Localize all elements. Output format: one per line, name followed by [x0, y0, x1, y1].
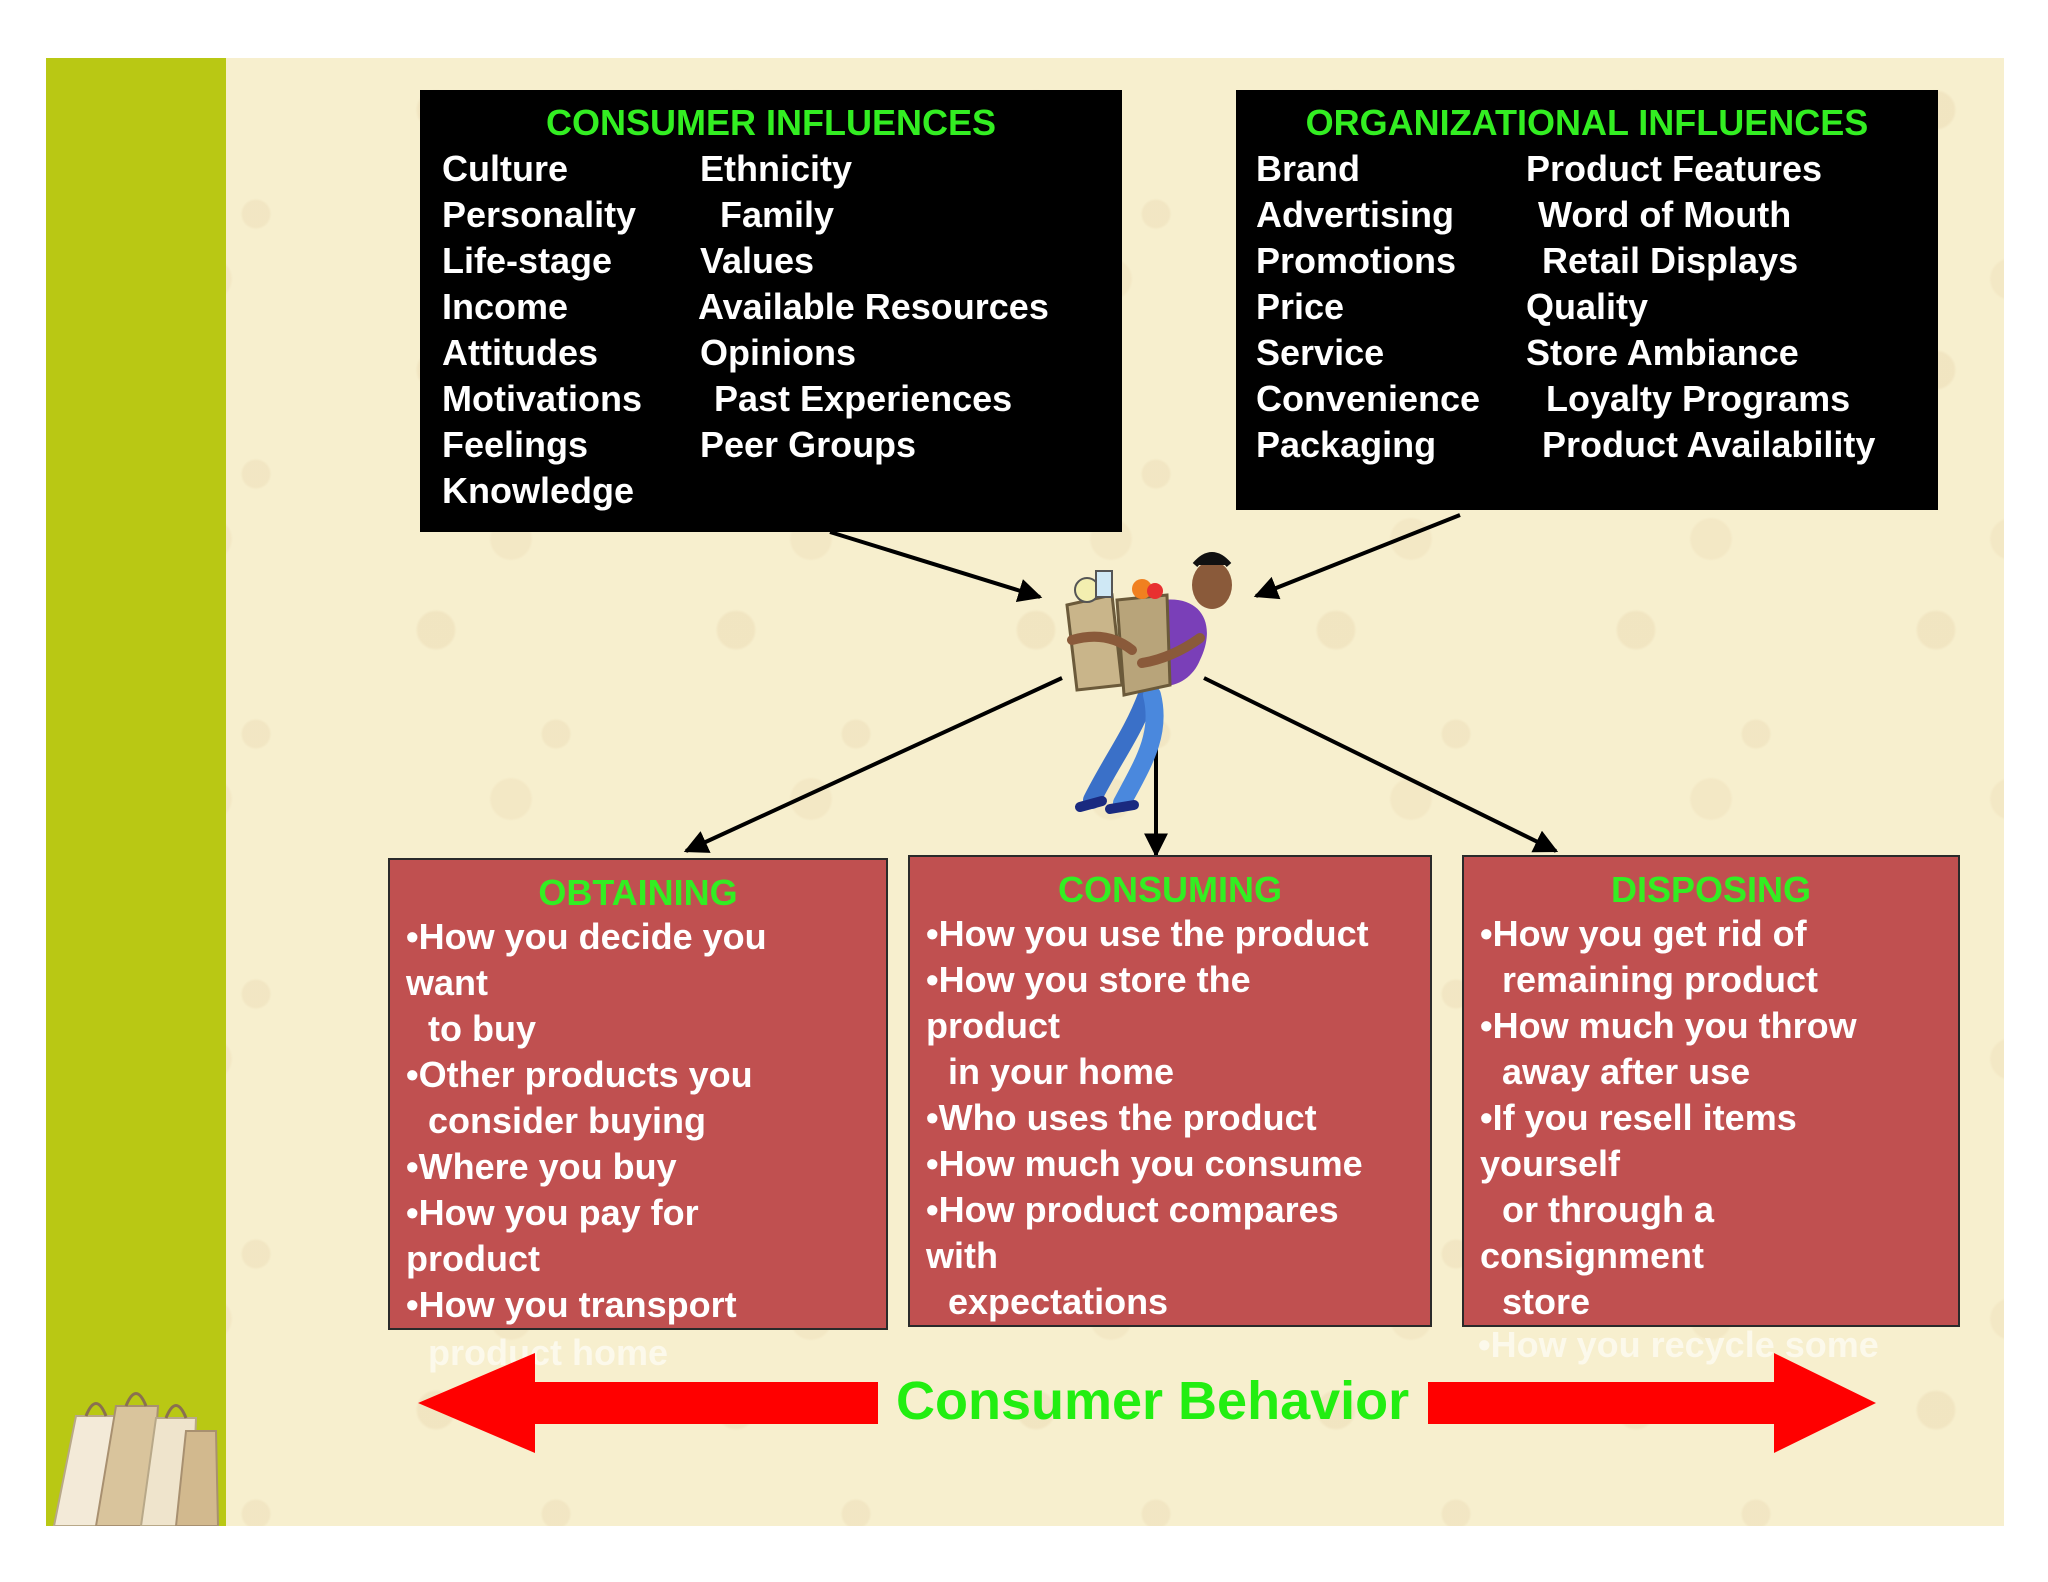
- oi-service: Service: [1256, 332, 1385, 373]
- ci-values: Values: [700, 240, 815, 281]
- ci-available-resources: Available Resources: [698, 286, 1049, 327]
- ci-attitudes: Attitudes: [442, 332, 598, 373]
- ci-life-stage: Life-stage: [442, 240, 613, 281]
- obtaining-box: OBTAINING •How you decide you want to bu…: [388, 858, 888, 1330]
- ci-family: Family: [720, 194, 835, 235]
- consuming-box: CONSUMING •How you use the product •How …: [908, 855, 1432, 1327]
- disposing-line-8: consignment: [1480, 1235, 1705, 1276]
- disposing-title: DISPOSING: [1610, 869, 1812, 910]
- disposing-line-2: remaining product: [1502, 959, 1819, 1000]
- obtaining-overflow-text: product home: [428, 1332, 668, 1373]
- oi-retail-displays: Retail Displays: [1542, 240, 1799, 281]
- ci-peer-groups: Peer Groups: [700, 424, 917, 465]
- oi-quality: Quality: [1526, 286, 1649, 327]
- ci-culture: Culture: [442, 148, 568, 189]
- obtaining-line-4: •Other products you: [406, 1054, 753, 1095]
- disposing-overflow-text: •How you recycle some: [1478, 1324, 1879, 1365]
- obtaining-line-7: •How you pay for: [406, 1192, 699, 1233]
- disposing-line-7: or through a: [1502, 1189, 1714, 1230]
- oi-word-of-mouth: Word of Mouth: [1538, 194, 1792, 235]
- consuming-line-3: product: [926, 1005, 1060, 1046]
- consuming-line-7: •How product compares: [926, 1189, 1339, 1230]
- right-red-arrow: [1428, 1353, 1876, 1453]
- shopper-with-bags-icon: [1065, 552, 1232, 814]
- consuming-line-2: •How you store the: [926, 959, 1251, 1000]
- shopping-bags-icon: [52, 1392, 220, 1526]
- oi-store-ambiance: Store Ambiance: [1526, 332, 1799, 373]
- ci-motivations: Motivations: [442, 378, 643, 419]
- obtaining-line-8: product: [406, 1238, 540, 1279]
- obtaining-line-5: consider buying: [428, 1100, 707, 1141]
- oi-brand: Brand: [1256, 148, 1361, 189]
- disposing-line-9: store: [1502, 1281, 1591, 1322]
- consuming-line-4: in your home: [948, 1051, 1175, 1092]
- consuming-line-9: expectations: [948, 1281, 1169, 1322]
- ci-opinions: Opinions: [700, 332, 856, 373]
- consuming-line-6: •How much you consume: [926, 1143, 1363, 1184]
- consuming-title: CONSUMING: [1058, 869, 1282, 910]
- organizational-influences-box: ORGANIZATIONAL INFLUENCES Brand Advertis…: [1236, 90, 1938, 510]
- obtaining-title: OBTAINING: [538, 872, 738, 913]
- consuming-line-8: with: [926, 1235, 998, 1276]
- disposing-line-6: yourself: [1480, 1143, 1621, 1184]
- oi-convenience: Convenience: [1256, 378, 1481, 419]
- obtaining-line-9: •How you transport: [406, 1284, 737, 1325]
- ci-knowledge: Knowledge: [442, 470, 635, 511]
- disposing-box: DISPOSING •How you get rid of remaining …: [1462, 855, 1960, 1327]
- disposing-line-5: •If you resell items: [1480, 1097, 1797, 1138]
- ci-personality: Personality: [442, 194, 637, 235]
- consuming-line-1: •How you use the product: [926, 913, 1369, 954]
- disposing-line-3: •How much you throw: [1480, 1005, 1857, 1046]
- obtaining-line-1: •How you decide you: [406, 916, 767, 957]
- oi-promotions: Promotions: [1256, 240, 1457, 281]
- consumer-influences-title: CONSUMER INFLUENCES: [545, 102, 997, 143]
- obtaining-line-6: •Where you buy: [406, 1146, 677, 1187]
- left-red-arrow: [418, 1353, 878, 1453]
- disposing-line-4: away after use: [1502, 1051, 1751, 1092]
- ci-ethnicity: Ethnicity: [700, 148, 853, 189]
- disposing-line-1: •How you get rid of: [1480, 913, 1807, 954]
- ci-income: Income: [442, 286, 569, 327]
- consumer-behavior-label: Consumer Behavior: [896, 1371, 1410, 1431]
- oi-price: Price: [1256, 286, 1345, 327]
- oi-advertising: Advertising: [1256, 194, 1455, 235]
- organizational-influences-title: ORGANIZATIONAL INFLUENCES: [1305, 102, 1869, 143]
- oi-product-features: Product Features: [1526, 148, 1823, 189]
- obtaining-line-3: to buy: [428, 1008, 536, 1049]
- consumer-influences-box: CONSUMER INFLUENCES Culture Personality …: [420, 90, 1122, 532]
- consuming-line-5: •Who uses the product: [926, 1097, 1317, 1138]
- oi-product-availability: Product Availability: [1542, 424, 1876, 465]
- ci-feelings: Feelings: [442, 424, 589, 465]
- obtaining-line-2: want: [406, 962, 489, 1003]
- sidebar-band: [46, 58, 226, 1526]
- oi-loyalty-programs: Loyalty Programs: [1546, 378, 1851, 419]
- oi-packaging: Packaging: [1256, 424, 1437, 465]
- ci-past-experiences: Past Experiences: [714, 378, 1013, 419]
